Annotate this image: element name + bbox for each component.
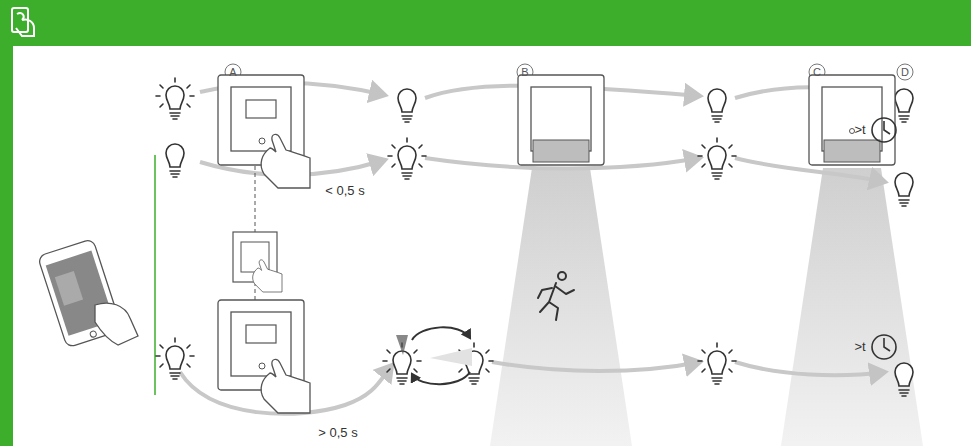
callout-letter: A: [229, 67, 236, 78]
running-person: [538, 272, 574, 320]
time-delay: >t: [854, 123, 865, 136]
side-bar: [0, 46, 13, 446]
header-bar: [0, 0, 971, 46]
app-icon: [12, 8, 34, 36]
detection-cone: [490, 168, 632, 446]
divider-line: [154, 155, 156, 395]
smartphone: [38, 239, 138, 348]
callout-letter: B: [521, 67, 528, 78]
callout-letter: C: [813, 67, 821, 78]
time-delay: >t: [854, 340, 865, 353]
timer-clocks: [872, 118, 896, 359]
detection-cone: [781, 168, 923, 446]
press-duration: > 0,5 s: [318, 426, 357, 439]
dimming-wedge: [430, 348, 472, 366]
switches: [218, 75, 895, 413]
press-duration: < 0,5 s: [325, 184, 364, 197]
callout-letter: D: [901, 67, 909, 78]
